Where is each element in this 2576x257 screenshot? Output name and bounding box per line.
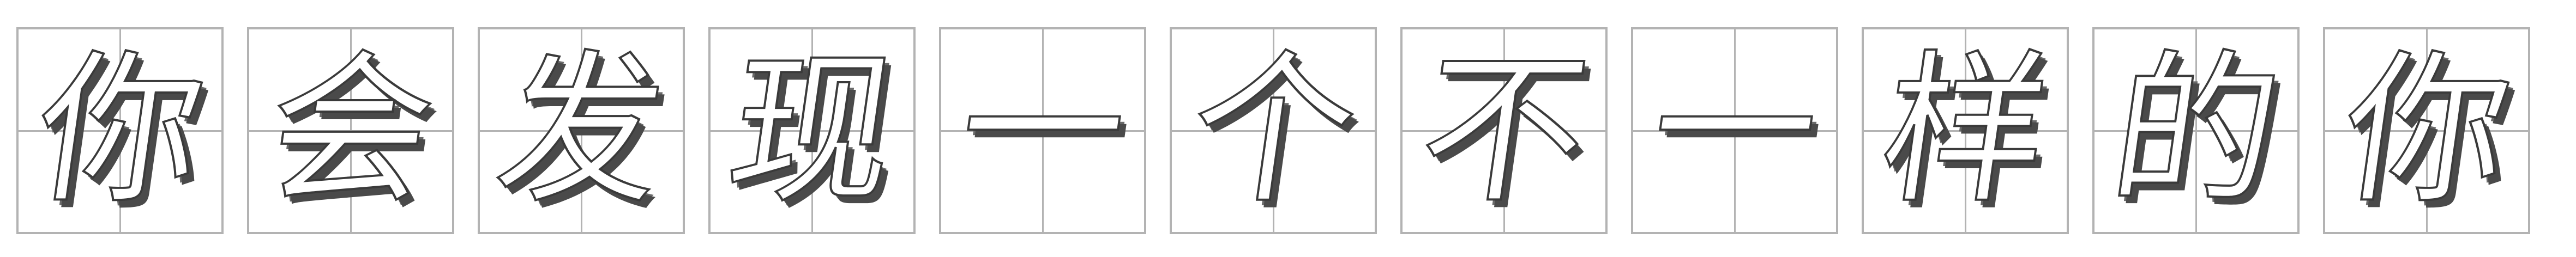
practice-grid-cell: 发 — [478, 27, 685, 234]
grid-vertical-guide — [1042, 29, 1044, 232]
character-glyph: 现 — [716, 34, 908, 227]
grid-vertical-guide — [1965, 29, 1966, 232]
character-glyph: 不 — [1408, 34, 1600, 227]
practice-grid-cell: 不 — [1400, 27, 1608, 234]
character-glyph: 会 — [255, 34, 447, 227]
character-glyph: 你 — [2331, 34, 2523, 227]
character-glyph: 一 — [1639, 34, 1831, 227]
practice-grid-cell: 会 — [247, 27, 454, 234]
practice-grid-cell: 一 — [939, 27, 1146, 234]
character-glyph: 个 — [1177, 34, 1370, 227]
grid-vertical-guide — [350, 29, 352, 232]
character-glyph: 的 — [2100, 34, 2292, 227]
character-glyph: 样 — [1869, 34, 2062, 227]
grid-vertical-guide — [119, 29, 121, 232]
grid-vertical-guide — [581, 29, 582, 232]
practice-grid-cell: 样 — [1862, 27, 2069, 234]
practice-grid-cell: 的 — [2092, 27, 2300, 234]
grid-vertical-guide — [2195, 29, 2197, 232]
practice-grid-cell: 你 — [2323, 27, 2530, 234]
grid-vertical-guide — [811, 29, 813, 232]
character-glyph: 发 — [485, 34, 678, 227]
practice-grid-cell: 你 — [16, 27, 224, 234]
grid-vertical-guide — [1273, 29, 1274, 232]
character-glyph: 一 — [947, 34, 1139, 227]
grid-vertical-guide — [2426, 29, 2428, 232]
practice-grid-cell: 现 — [708, 27, 916, 234]
practice-grid-cell: 一 — [1631, 27, 1838, 234]
character-glyph: 你 — [24, 34, 216, 227]
grid-vertical-guide — [1503, 29, 1505, 232]
grid-vertical-guide — [1734, 29, 1736, 232]
practice-grid-cell: 个 — [1170, 27, 1377, 234]
